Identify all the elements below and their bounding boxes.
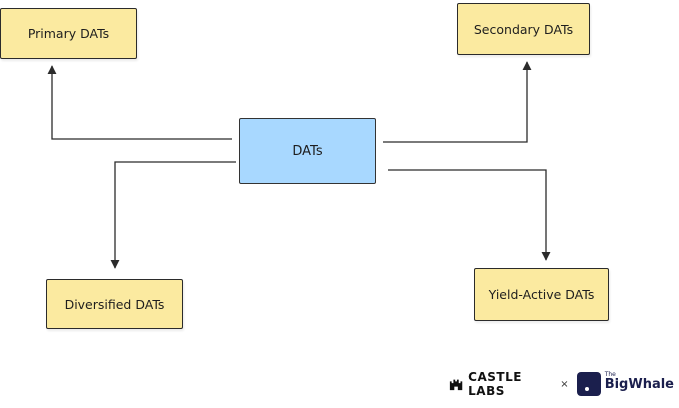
- big-whale-name: BigWhale: [604, 376, 674, 392]
- node-secondary-dats: Secondary DATs: [457, 3, 590, 55]
- node-primary-dats: Primary DATs: [0, 8, 137, 59]
- edge-to-yield-active: [388, 169, 551, 261]
- node-label: Secondary DATs: [473, 21, 574, 37]
- logo-separator: ×: [560, 378, 569, 390]
- node-yield-active-dats: Yield-Active DATs: [474, 268, 609, 321]
- node-diversified-dats: Diversified DATs: [46, 279, 183, 329]
- footer-logos: CASTLE LABS × The BigWhale: [449, 370, 674, 398]
- big-whale-text: The BigWhale: [604, 371, 674, 392]
- node-label: DATs: [292, 143, 323, 159]
- castle-icon: [449, 379, 463, 391]
- node-label: Primary DATs: [27, 26, 110, 41]
- node-label: Diversified DATs: [64, 296, 165, 312]
- edge-to-diversified: [110, 161, 236, 269]
- whale-icon: [576, 372, 601, 396]
- edge-to-primary: [47, 65, 232, 140]
- big-whale-prefix: The: [604, 370, 616, 378]
- node-dats-center: DATs: [239, 118, 376, 184]
- castle-labs-text: CASTLE LABS: [468, 370, 522, 398]
- big-whale-logo: The BigWhale: [576, 371, 674, 396]
- castle-labs-logo: CASTLE LABS: [449, 370, 552, 398]
- edge-to-secondary: [383, 61, 532, 143]
- node-label: Yield-Active DATs: [488, 287, 595, 302]
